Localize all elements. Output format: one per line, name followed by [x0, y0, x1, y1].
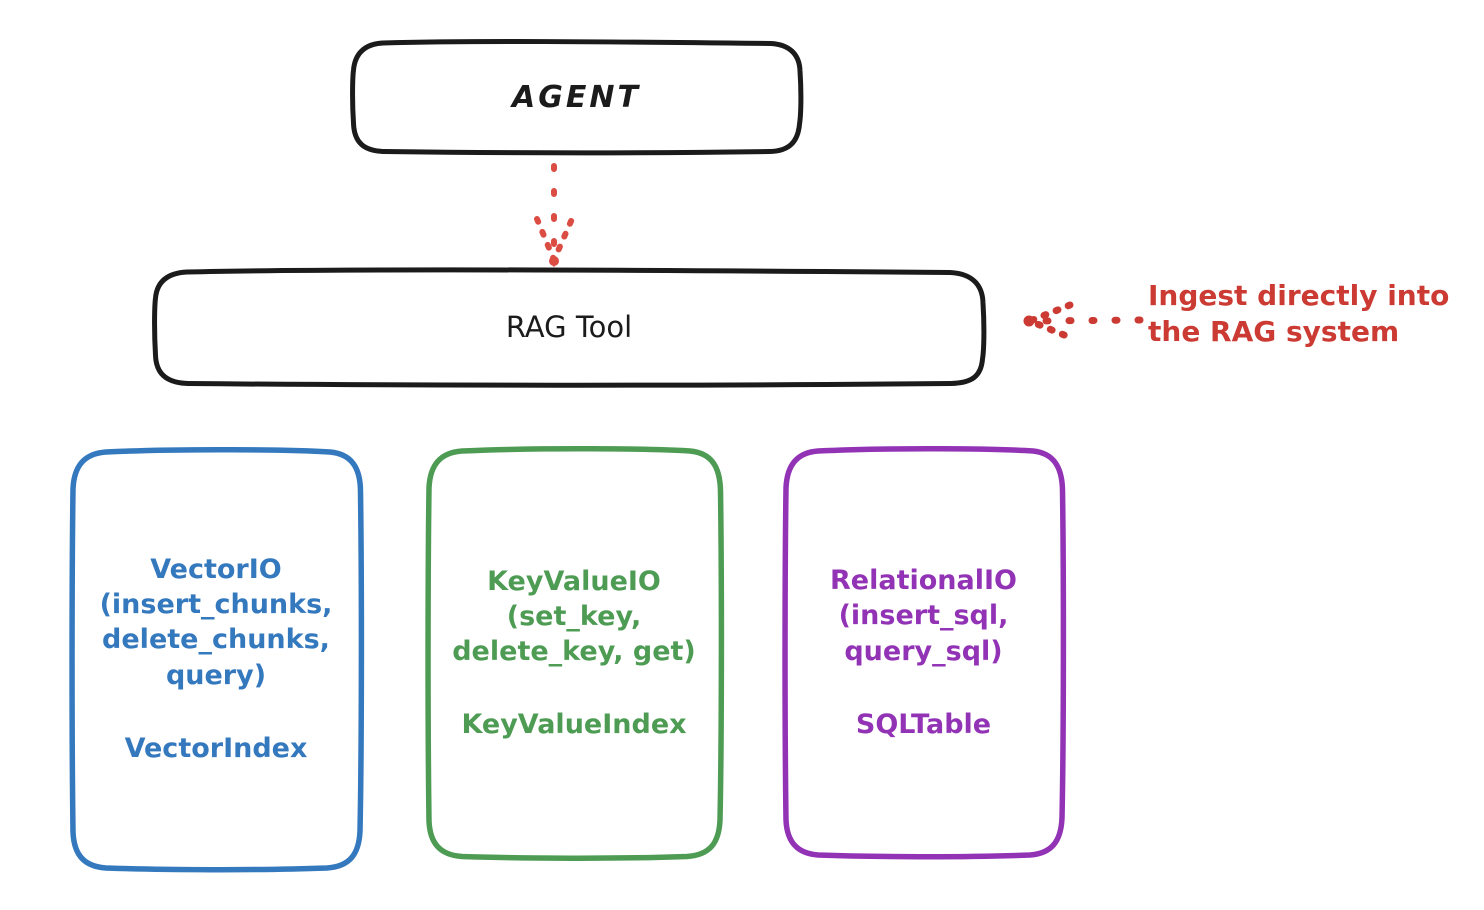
relational-io-box-outline — [782, 445, 1067, 860]
ingest-connector — [1020, 301, 1144, 341]
connector-arrow-tip — [549, 256, 559, 266]
key-value-io-node[interactable] — [425, 445, 725, 861]
vector-io-node[interactable] — [69, 446, 365, 873]
agent-to-rag-connector — [534, 163, 575, 268]
rag-tool-node[interactable] — [152, 267, 987, 388]
key-value-io-box-outline — [425, 445, 725, 861]
ingest-shaft — [1032, 316, 1144, 325]
vector-io-box-outline — [69, 446, 365, 873]
relational-io-node[interactable] — [782, 445, 1067, 860]
ingest-arrow-tip — [1023, 315, 1035, 327]
agent-box-outline — [350, 39, 804, 156]
agent-node[interactable] — [350, 39, 804, 156]
rag-tool-box-outline — [152, 267, 987, 388]
